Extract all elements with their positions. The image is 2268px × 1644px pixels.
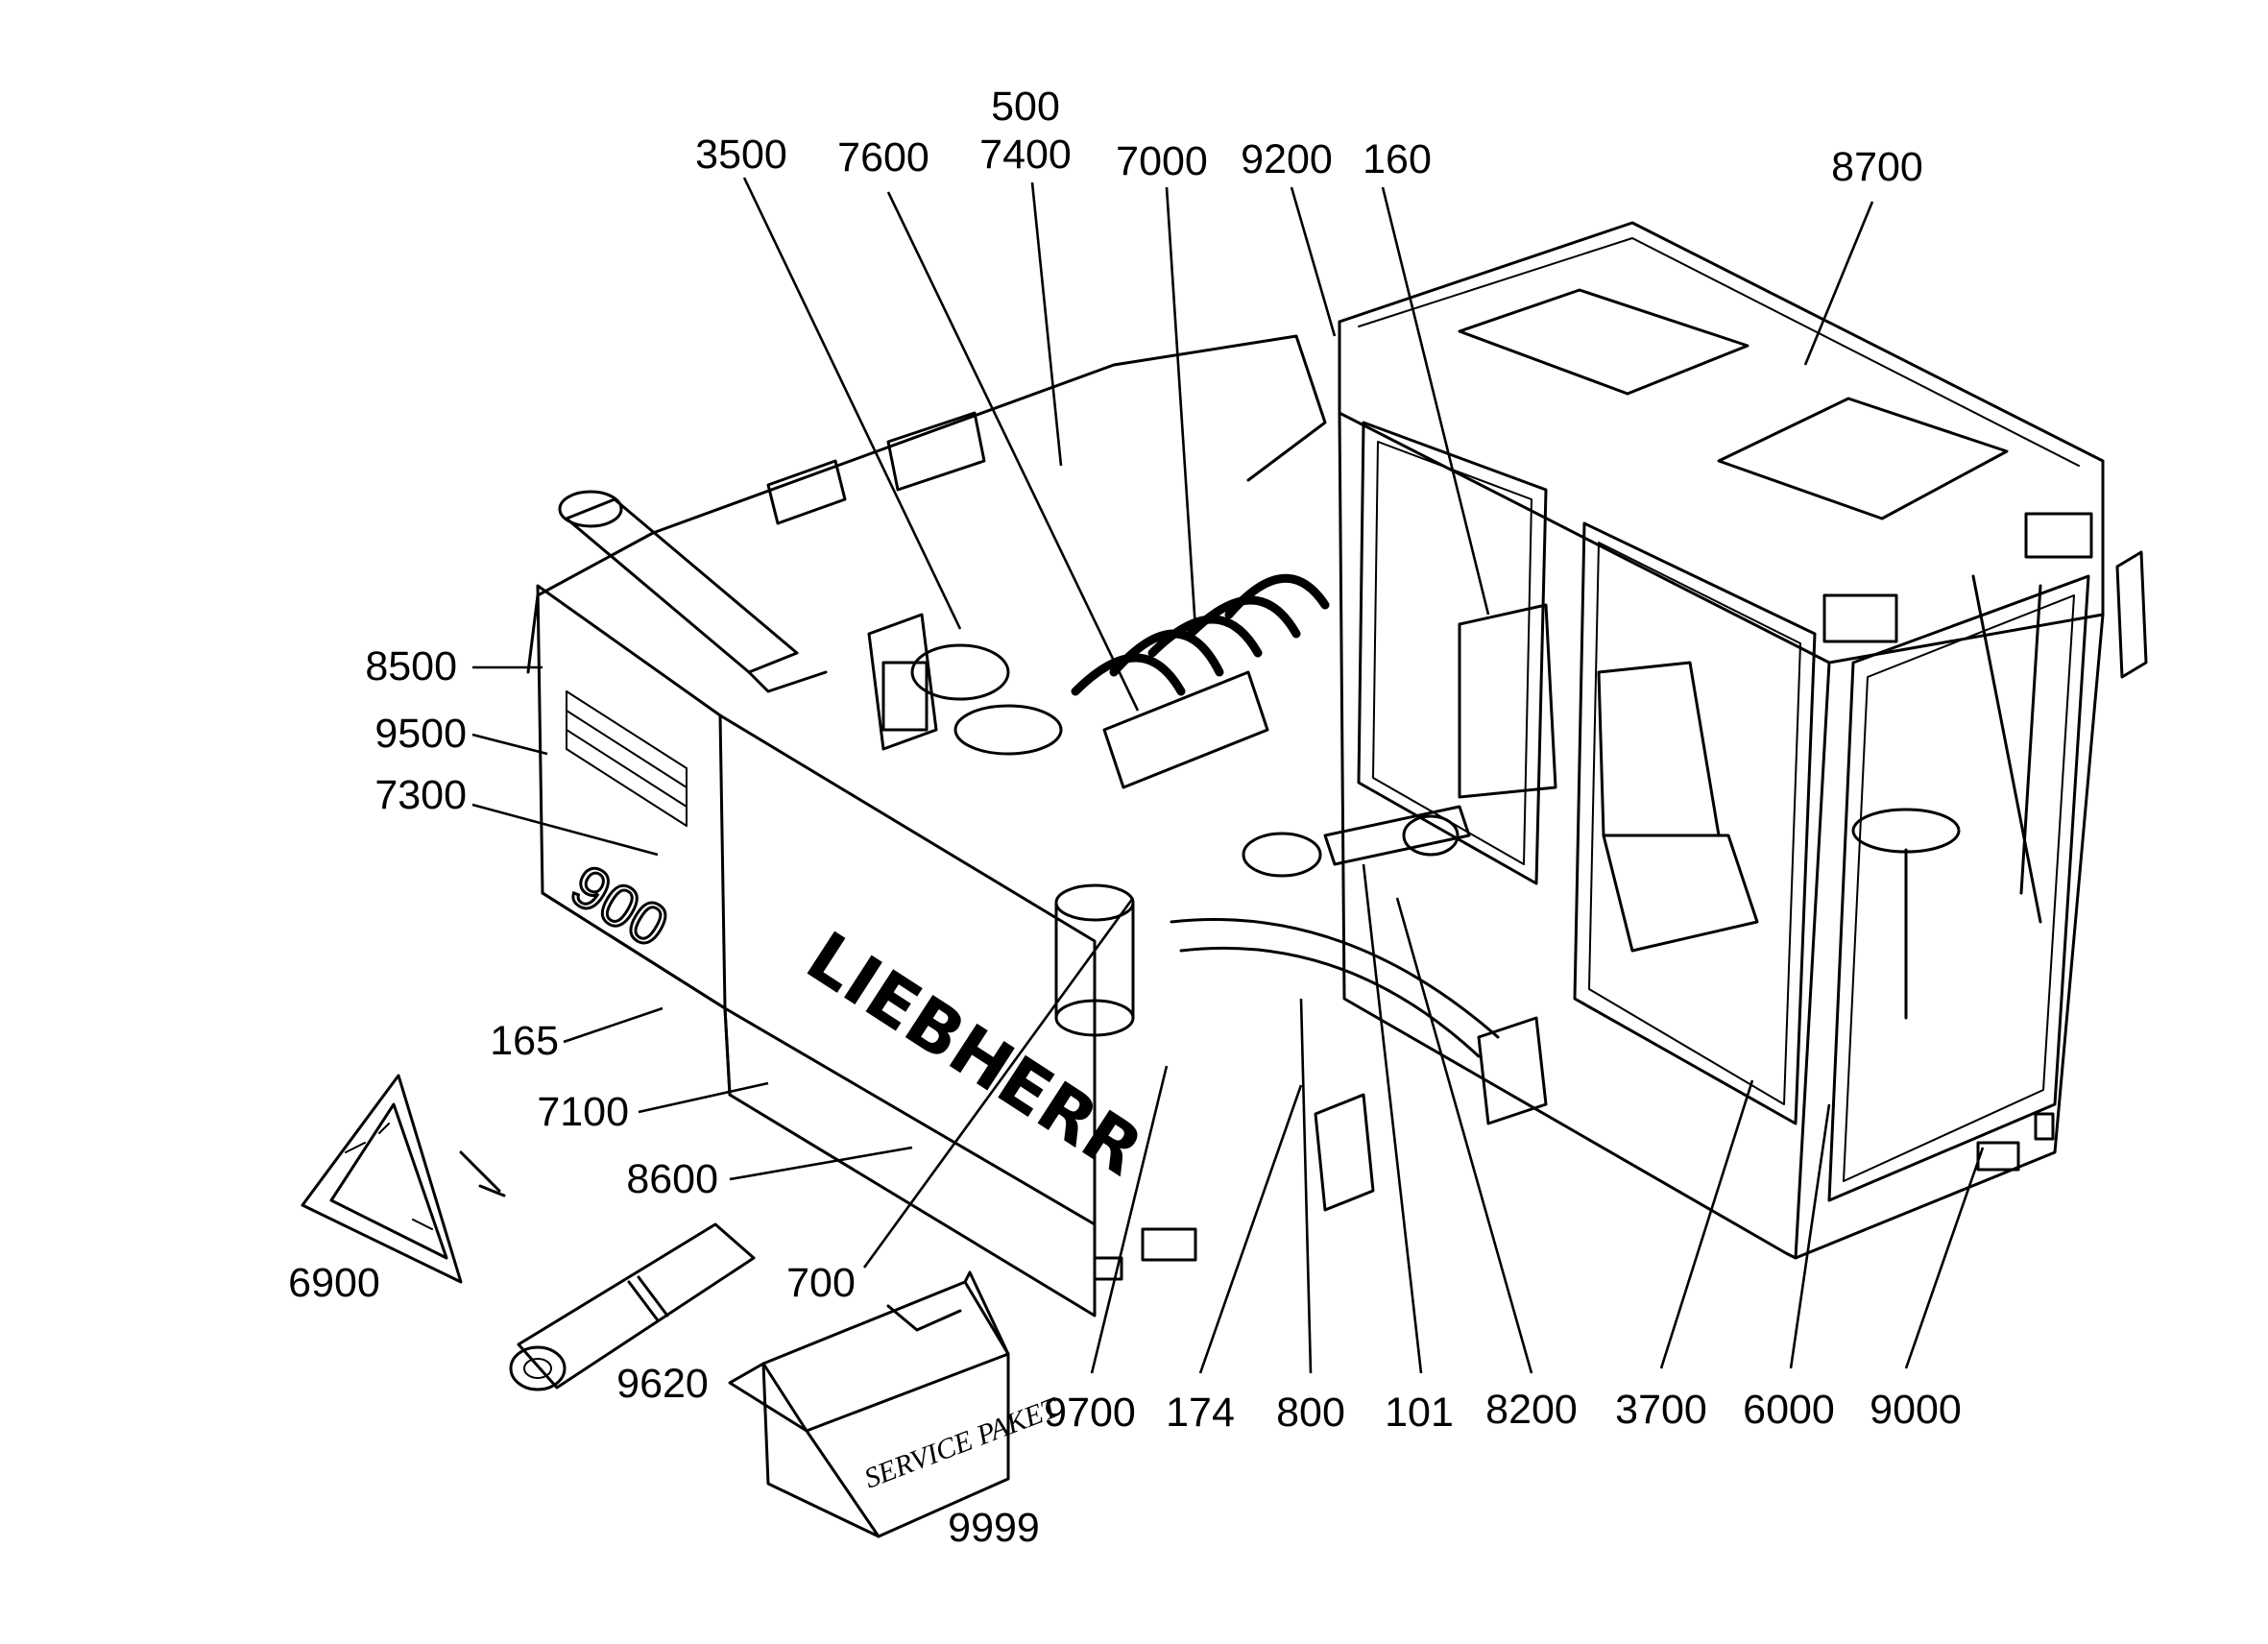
callout-9999: 9999	[948, 1505, 1040, 1551]
model-text: 900	[560, 853, 679, 960]
brand-text: LIEBHERR	[793, 916, 1157, 1192]
service-package-box-drawing	[728, 1270, 1010, 1538]
callout-174: 174	[1166, 1390, 1235, 1436]
callout-9700: 9700	[1044, 1390, 1136, 1436]
callout-6900: 6900	[288, 1260, 380, 1306]
callout-7300: 7300	[374, 772, 467, 818]
callout-9620: 9620	[616, 1361, 709, 1407]
box-marking-text: SERVICE PAKET	[860, 1391, 1065, 1495]
callout-8700: 8700	[1831, 144, 1923, 190]
callout-labels: 500 7400 3500 7600 7000 9200 160 8700 85…	[288, 84, 1962, 1551]
leader-lines	[471, 177, 1985, 1374]
box-marking: SERVICE PAKET	[860, 1391, 1065, 1495]
operator-cab-drawing	[1338, 221, 2148, 1260]
callout-9500: 9500	[374, 711, 467, 757]
callout-101: 101	[1385, 1390, 1454, 1436]
callout-7600: 7600	[837, 134, 929, 181]
callout-9000: 9000	[1870, 1387, 1962, 1433]
liebherr-brand-marking: LIEBHERR	[793, 916, 1157, 1192]
rolled-item-drawing	[509, 1222, 756, 1391]
callout-8500: 8500	[365, 643, 457, 689]
callout-800: 800	[1276, 1390, 1345, 1436]
callout-160: 160	[1363, 136, 1432, 182]
callout-165: 165	[490, 1018, 559, 1064]
callout-9200: 9200	[1241, 136, 1333, 182]
callout-7400: 7400	[979, 132, 1072, 178]
callout-8200: 8200	[1485, 1387, 1578, 1433]
engine-housing-drawing	[526, 334, 1548, 1318]
callout-8600: 8600	[626, 1156, 718, 1202]
callout-700: 700	[786, 1260, 856, 1306]
warning-triangle-drawing	[301, 1074, 506, 1284]
callout-6000: 6000	[1743, 1387, 1835, 1433]
callout-3700: 3700	[1615, 1387, 1707, 1433]
model-marking: 900	[558, 851, 680, 961]
callout-7100: 7100	[537, 1089, 629, 1135]
callout-7000: 7000	[1116, 138, 1208, 184]
callout-500: 500	[991, 84, 1060, 130]
callout-3500: 3500	[695, 132, 787, 178]
